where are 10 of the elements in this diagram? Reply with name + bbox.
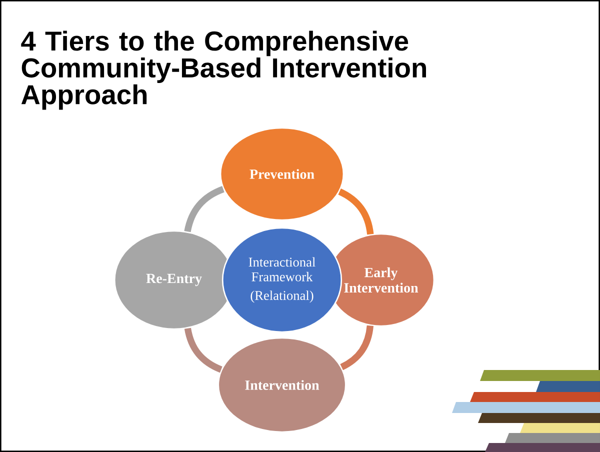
slide-title: 4 Tiers to the Comprehensive Community-Based Intervention Approach <box>21 30 426 110</box>
ring-arc <box>184 328 222 373</box>
circle-node: Prevention <box>220 127 344 221</box>
circle-node: Interactional Framework (Relational) <box>222 227 342 333</box>
circle-node: Early Intervention <box>327 233 435 327</box>
circle-node: Intervention <box>218 337 346 433</box>
circle-node: Re-Entry <box>114 230 234 330</box>
ring-arc <box>184 186 224 232</box>
ring-arc <box>338 188 374 235</box>
ring-arc <box>340 325 374 370</box>
